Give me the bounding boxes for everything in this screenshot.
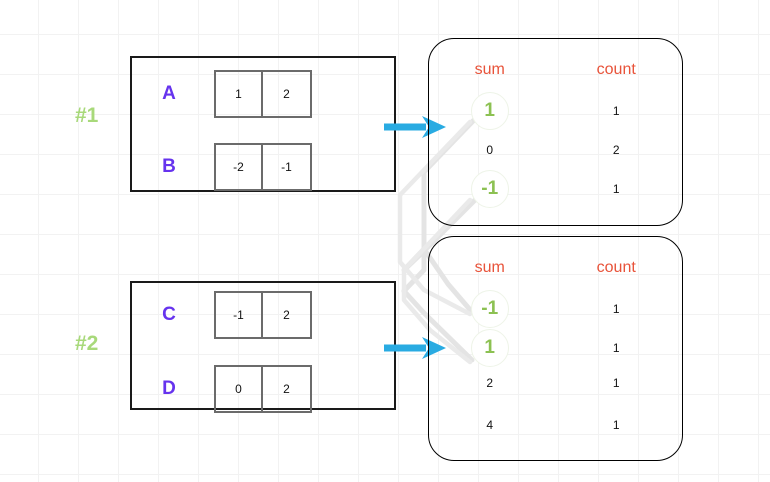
sum-cell: 4 xyxy=(429,406,550,444)
data-row-d: D 0 2 xyxy=(152,365,312,413)
sum-value-highlighted: -1 xyxy=(470,289,509,328)
sum-cell: 2 xyxy=(429,364,550,402)
sum-value-highlighted: 1 xyxy=(470,328,509,367)
count-value: 1 xyxy=(612,301,620,316)
count-value: 1 xyxy=(612,418,620,432)
count-value: 1 xyxy=(612,181,620,196)
cell-d-0: 0 xyxy=(214,365,263,413)
sum-value-highlighted: -1 xyxy=(470,169,509,208)
aggregation-row: 4 1 xyxy=(429,399,682,451)
sum-value-highlighted: 1 xyxy=(470,91,509,130)
sum-cell: -1 xyxy=(429,169,550,208)
row-name-d: D xyxy=(162,378,176,399)
partition-box-1: A 1 2 B -2 -1 xyxy=(130,56,396,192)
aggregation-row: 1 1 xyxy=(429,328,682,367)
aggregation-header-1: sum count xyxy=(429,61,682,79)
cell-pair-a: 1 2 xyxy=(214,70,312,118)
cell-a-0: 1 xyxy=(214,70,263,118)
data-row-b: B -2 -1 xyxy=(152,143,312,191)
aggregation-row: 1 1 xyxy=(429,91,682,130)
data-row-a: A 1 2 xyxy=(152,70,312,118)
aggregation-header-2: sum count xyxy=(429,259,682,277)
cell-a-1: 2 xyxy=(263,70,312,118)
cell-b-0: -2 xyxy=(214,143,263,191)
row-name-a: A xyxy=(162,83,176,104)
header-sum-1: sum xyxy=(474,61,505,78)
group-label-2: #2 xyxy=(75,332,99,355)
data-row-c: C -1 2 xyxy=(152,291,312,339)
aggregation-panel-1: sum count 1 1 0 2 -1 1 xyxy=(428,38,683,226)
aggregation-rows-2: -1 1 1 1 2 1 4 1 xyxy=(429,289,682,451)
count-value: 2 xyxy=(612,142,620,157)
row-name-b: B xyxy=(162,156,176,177)
aggregation-row: -1 1 xyxy=(429,289,682,328)
aggregation-panel-2: sum count -1 1 1 1 2 1 xyxy=(428,236,683,461)
aggregation-row: 2 1 xyxy=(429,367,682,399)
cell-pair-b: -2 -1 xyxy=(214,143,312,191)
cell-c-1: 2 xyxy=(263,291,312,339)
cell-b-1: -1 xyxy=(263,143,312,191)
row-name-c: C xyxy=(162,304,176,325)
sum-cell: 1 xyxy=(429,91,550,130)
cell-c-0: -1 xyxy=(214,291,263,339)
header-count-2: count xyxy=(596,259,636,276)
sum-cell: 1 xyxy=(429,328,550,367)
cell-d-1: 2 xyxy=(263,365,312,413)
header-count-1: count xyxy=(596,61,636,78)
cell-pair-d: 0 2 xyxy=(214,365,312,413)
count-value: 1 xyxy=(612,376,620,390)
cell-pair-c: -1 2 xyxy=(214,291,312,339)
partition-box-2: C -1 2 D 0 2 xyxy=(130,281,396,413)
aggregation-row: 0 2 xyxy=(429,130,682,169)
count-value: 1 xyxy=(612,103,620,118)
sum-value: 4 xyxy=(486,418,494,432)
aggregation-row: -1 1 xyxy=(429,169,682,208)
aggregation-rows-1: 1 1 0 2 -1 1 xyxy=(429,91,682,208)
count-value: 1 xyxy=(612,340,620,355)
group-label-1: #1 xyxy=(75,104,99,127)
sum-value: 0 xyxy=(486,142,494,157)
sum-value: 2 xyxy=(486,376,494,390)
sum-cell: 0 xyxy=(429,131,550,169)
sum-cell: -1 xyxy=(429,289,550,328)
header-sum-2: sum xyxy=(474,259,505,276)
